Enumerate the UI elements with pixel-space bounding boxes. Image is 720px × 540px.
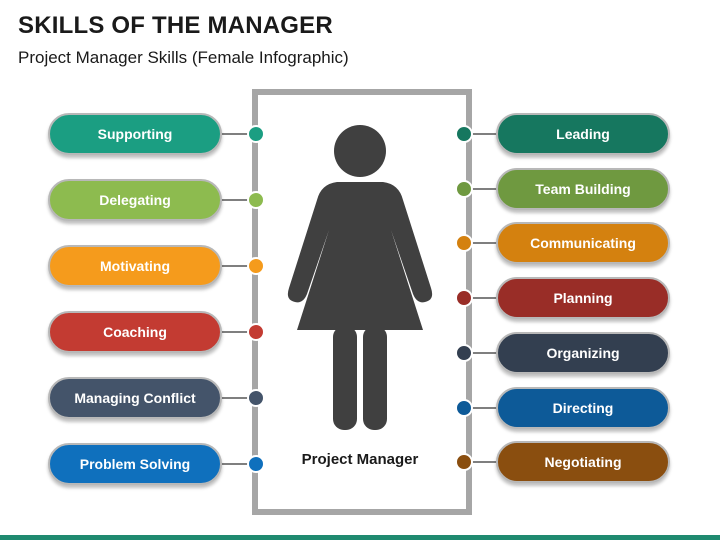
footer-bar	[0, 535, 720, 540]
skill-label: Team Building	[535, 180, 631, 197]
skill-label: Directing	[552, 399, 614, 416]
skill-label: Managing Conflict	[74, 390, 196, 406]
connector-line	[464, 406, 498, 409]
connector-line	[222, 331, 256, 333]
connector-dot	[247, 191, 265, 209]
connector-line	[222, 397, 256, 399]
skill-pill-coaching: Coaching	[48, 311, 222, 353]
skill-label: Organizing	[546, 344, 620, 361]
connector-line	[222, 463, 256, 465]
connector-dot	[455, 289, 473, 308]
connector-line	[464, 133, 498, 135]
skill-pill-leading: Leading	[496, 113, 670, 155]
skill-label: Delegating	[99, 192, 171, 208]
skill-pill-managing-conflict: Managing Conflict	[48, 377, 222, 419]
skill-pill-team-building: Team Building	[496, 167, 670, 210]
skill-pill-negotiating: Negotiating	[496, 441, 670, 484]
connector-dot	[247, 125, 265, 143]
connector-dot	[455, 125, 473, 143]
connector-dot	[247, 323, 265, 341]
skill-pill-planning: Planning	[496, 277, 670, 320]
connector-line	[464, 351, 498, 354]
connector-line	[464, 187, 498, 190]
connector-dot	[455, 234, 473, 253]
skill-pill-problem-solving: Problem Solving	[48, 443, 222, 485]
page-title: SKILLS OF THE MANAGER	[18, 12, 333, 39]
connector-dot	[247, 389, 265, 407]
connector-line	[464, 242, 498, 245]
skill-label: Coaching	[103, 324, 167, 340]
connector-dot	[247, 257, 265, 275]
skill-label: Planning	[553, 290, 613, 307]
connector-dot	[455, 343, 473, 362]
skill-pill-communicating: Communicating	[496, 222, 670, 265]
connector-line	[464, 297, 498, 300]
skill-pill-delegating: Delegating	[48, 179, 222, 221]
connector-dot	[455, 179, 473, 198]
skill-pill-organizing: Organizing	[496, 331, 670, 374]
skill-label: Supporting	[97, 126, 173, 142]
skill-label: Problem Solving	[79, 456, 191, 472]
page-subtitle: Project Manager Skills (Female Infograph…	[18, 48, 349, 67]
skill-pill-directing: Directing	[496, 386, 670, 429]
connector-dot	[455, 398, 473, 417]
connector-line	[222, 265, 256, 267]
connector-line	[222, 133, 256, 135]
skill-label: Leading	[556, 126, 610, 142]
center-label: Project Manager	[301, 451, 419, 468]
skill-pill-motivating: Motivating	[48, 245, 222, 287]
woman-icon	[287, 125, 433, 430]
skill-pill-supporting: Supporting	[48, 113, 222, 155]
connector-line	[222, 199, 256, 201]
skill-label: Motivating	[100, 258, 170, 274]
skill-label: Communicating	[530, 235, 636, 252]
skill-label: Negotiating	[544, 454, 622, 471]
connector-line	[464, 461, 498, 464]
connector-dot	[455, 453, 473, 472]
connector-dot	[247, 455, 265, 473]
